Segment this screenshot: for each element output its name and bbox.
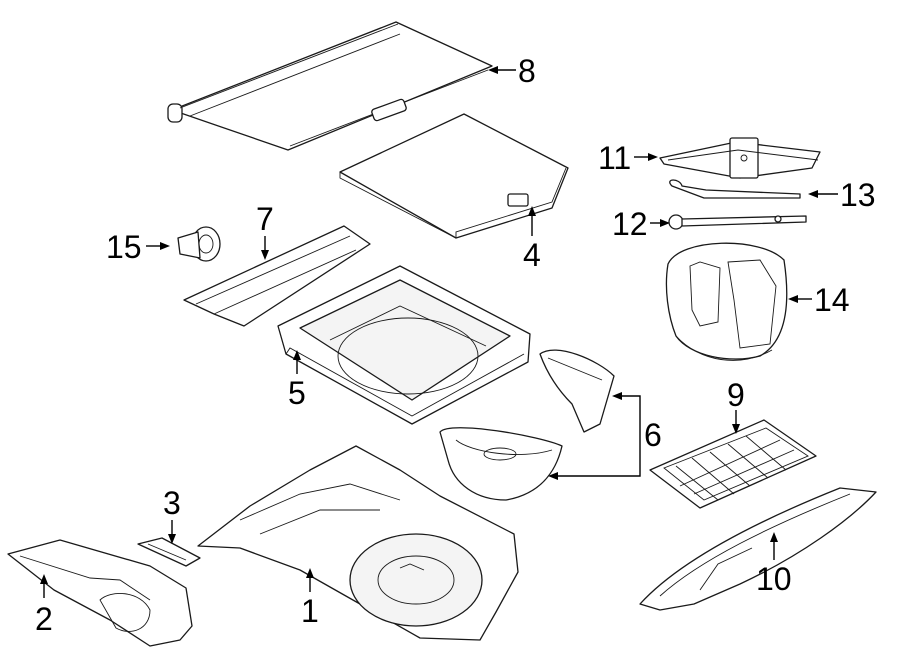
floor-pan-part — [197, 445, 519, 641]
callout-5: 5 — [288, 375, 306, 411]
callout-10: 10 — [756, 561, 792, 597]
callout-1: 1 — [301, 593, 319, 629]
callout-6: 6 — [644, 417, 662, 453]
side-bin-lower-part — [439, 427, 563, 501]
rear-trim-part — [639, 487, 877, 611]
side-panel-part — [7, 539, 193, 647]
tool-tray-part — [665, 242, 788, 361]
side-bin-upper-part — [539, 349, 615, 433]
sill-trim-part — [183, 225, 371, 327]
callout-12: 12 — [612, 206, 648, 242]
cargo-net-part — [649, 419, 817, 509]
callout-8: 8 — [518, 53, 536, 89]
callout-2: 2 — [35, 601, 53, 637]
callout-15: 15 — [106, 229, 142, 265]
cargo-knob-part — [177, 226, 221, 262]
callout-14: 14 — [814, 282, 850, 318]
cargo-cover-part — [167, 21, 493, 151]
storage-tub-part — [277, 265, 531, 425]
bracket-part — [137, 537, 201, 567]
wheel-wrench-part — [668, 214, 807, 230]
leader-lines — [40, 66, 838, 598]
jack-part — [659, 137, 821, 179]
callout-13: 13 — [840, 177, 876, 213]
load-floor-panel-part — [339, 113, 569, 239]
jack-handle-part — [669, 179, 801, 199]
callout-4: 4 — [523, 237, 541, 273]
callout-9: 9 — [727, 377, 745, 413]
callout-3: 3 — [163, 485, 181, 521]
callout-7: 7 — [256, 201, 274, 237]
callout-11: 11 — [598, 140, 631, 176]
